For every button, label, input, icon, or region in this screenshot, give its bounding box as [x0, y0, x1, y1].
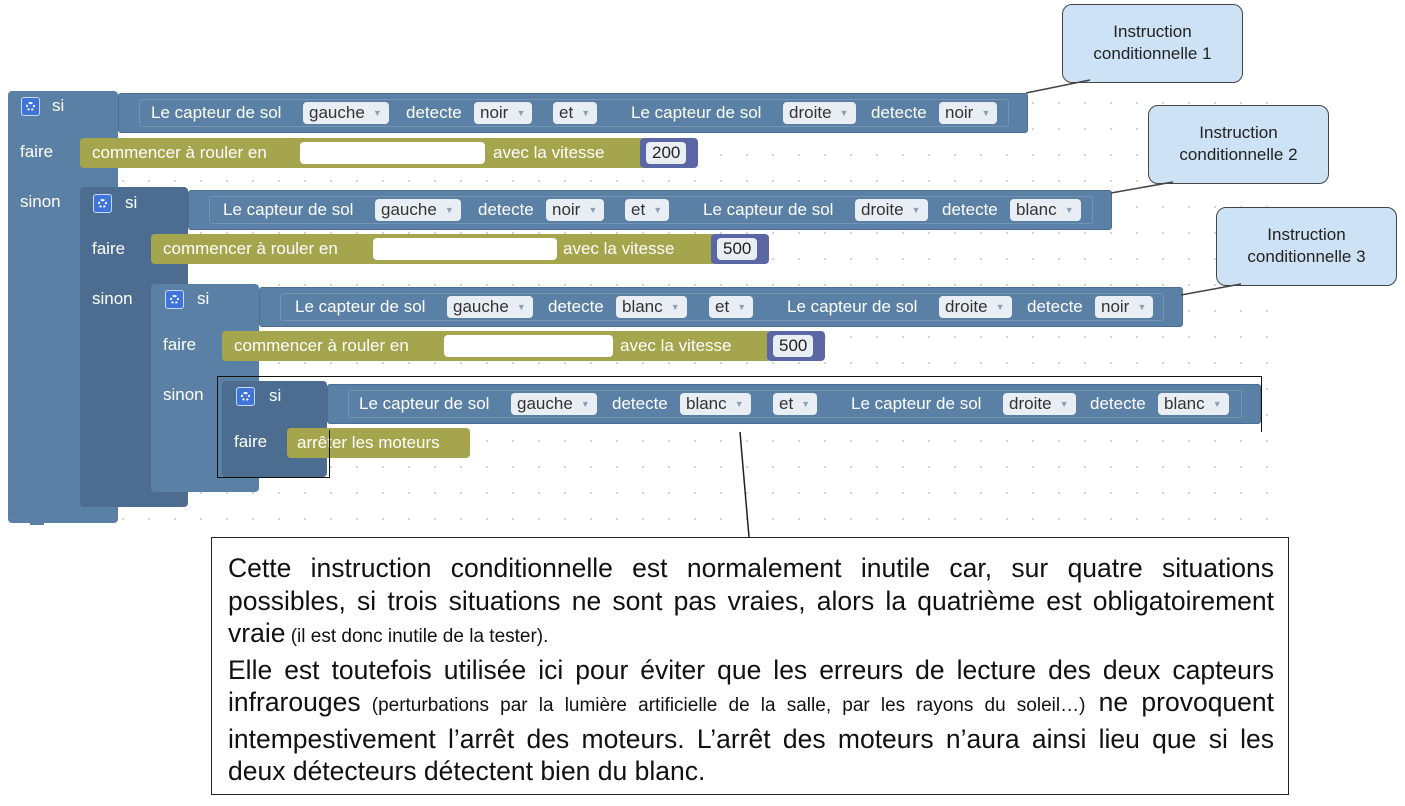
- side-dropdown[interactable]: droite: [855, 199, 928, 221]
- do-label: faire: [92, 239, 126, 258]
- detect-text: detecte: [1090, 394, 1146, 413]
- color-dropdown[interactable]: blanc: [1010, 199, 1081, 221]
- speed-value[interactable]: 500: [773, 335, 814, 357]
- do-label: faire: [20, 142, 54, 161]
- note-paragraph-1: Cette instruction conditionnelle est nor…: [228, 552, 1274, 654]
- operator-dropdown[interactable]: et: [553, 102, 598, 124]
- direction-input[interactable]: [300, 142, 485, 164]
- condition-3[interactable]: Le capteur de sol gauche detecte blanc e…: [259, 287, 1183, 327]
- detect-text: detecte: [612, 394, 668, 413]
- else-label: sinon: [20, 192, 61, 211]
- note-paragraph-2: Elle est toutefois utilisée ici pour évi…: [228, 654, 1274, 788]
- start-rolling-block-1[interactable]: commencer à rouler en avec la vitesse: [80, 138, 645, 168]
- detect-text: detecte: [871, 103, 927, 122]
- note-text: Elle est toutefois utilisée ici pour évi…: [228, 654, 1274, 718]
- detect-text: detecte: [478, 200, 534, 219]
- callout-line: conditionnelle 2: [1179, 145, 1298, 164]
- callout-line: conditionnelle 1: [1093, 44, 1212, 63]
- color-dropdown[interactable]: blanc: [616, 296, 687, 318]
- speed-label: avec la vitesse: [493, 143, 605, 162]
- start-rolling-block-2[interactable]: commencer à rouler en avec la vitesse: [151, 234, 716, 264]
- note-aside: (il est donc inutile de la tester).: [285, 626, 549, 647]
- explanation-note: Cette instruction conditionnelle est nor…: [211, 537, 1289, 795]
- detect-text: detecte: [1027, 297, 1083, 316]
- action-label: arrêter les moteurs: [297, 433, 440, 452]
- sensor-text: Le capteur de sol: [223, 200, 354, 219]
- if-label: si: [197, 289, 210, 308]
- speed-label: avec la vitesse: [620, 336, 732, 355]
- speed-value[interactable]: 200: [646, 142, 687, 164]
- if-label: si: [52, 96, 65, 115]
- condition-4[interactable]: Le capteur de sol gauche detecte blanc e…: [327, 384, 1261, 424]
- stop-motors-block[interactable]: arrêter les moteurs: [287, 428, 470, 458]
- speed-number-block[interactable]: 500: [767, 331, 825, 361]
- do-label: faire: [163, 335, 197, 354]
- sensor-text: Le capteur de sol: [631, 103, 762, 122]
- callout-conditional-3: Instruction conditionnelle 3: [1216, 207, 1397, 286]
- note-text: Cette instruction conditionnelle est nor…: [228, 553, 1274, 648]
- action-label: commencer à rouler en: [92, 143, 267, 162]
- direction-input[interactable]: [373, 238, 557, 260]
- action-label: commencer à rouler en: [163, 239, 338, 258]
- highlight-frame: [217, 376, 1262, 432]
- callout-line: Instruction: [1267, 225, 1346, 244]
- operator-dropdown[interactable]: et: [709, 296, 754, 318]
- gear-icon[interactable]: [236, 387, 255, 406]
- side-dropdown[interactable]: droite: [783, 102, 856, 124]
- sensor-text: Le capteur de sol: [703, 200, 834, 219]
- note-aside: (perturbations par la lumière artificiel…: [360, 695, 1086, 716]
- block-connector: [30, 515, 44, 525]
- speed-label: avec la vitesse: [563, 239, 675, 258]
- color-dropdown[interactable]: noir: [474, 102, 533, 124]
- gear-icon[interactable]: [165, 290, 184, 309]
- highlight-frame: [217, 430, 330, 478]
- condition-2[interactable]: Le capteur de sol gauche detecte noir et…: [188, 190, 1112, 230]
- color-dropdown[interactable]: noir: [1095, 296, 1154, 318]
- action-label: commencer à rouler en: [234, 336, 409, 355]
- side-dropdown[interactable]: gauche: [375, 199, 461, 221]
- do-label: faire: [234, 432, 268, 451]
- speed-number-block[interactable]: 500: [711, 234, 769, 264]
- side-dropdown[interactable]: gauche: [303, 102, 389, 124]
- sensor-text: Le capteur de sol: [295, 297, 426, 316]
- callout-conditional-1: Instruction conditionnelle 1: [1062, 4, 1243, 83]
- speed-number-block[interactable]: 200: [640, 138, 698, 168]
- condition-1[interactable]: Le capteur de sol gauche detecte noir et…: [118, 93, 1028, 133]
- start-rolling-block-3[interactable]: commencer à rouler en avec la vitesse: [222, 331, 772, 361]
- if-label: si: [125, 193, 138, 212]
- sensor-text: Le capteur de sol: [787, 297, 918, 316]
- if-label: si: [269, 386, 282, 405]
- color-dropdown[interactable]: blanc: [1158, 393, 1229, 415]
- operator-dropdown[interactable]: et: [625, 199, 670, 221]
- sensor-text: Le capteur de sol: [151, 103, 282, 122]
- else-label: sinon: [163, 385, 204, 404]
- callout-line: Instruction: [1199, 123, 1278, 142]
- side-dropdown[interactable]: droite: [939, 296, 1012, 318]
- sensor-text: Le capteur de sol: [851, 394, 982, 413]
- sensor-text: Le capteur de sol: [359, 394, 490, 413]
- callout-line: Instruction: [1113, 22, 1192, 41]
- color-dropdown[interactable]: blanc: [680, 393, 751, 415]
- speed-value[interactable]: 500: [717, 238, 758, 260]
- operator-dropdown[interactable]: et: [773, 393, 818, 415]
- color-dropdown[interactable]: noir: [546, 199, 605, 221]
- detect-text: detecte: [942, 200, 998, 219]
- note-text: ne provoquent intempestivement l’arrêt d…: [228, 687, 1275, 786]
- detect-text: detecte: [406, 103, 462, 122]
- callout-line: conditionnelle 3: [1247, 247, 1366, 266]
- gear-icon[interactable]: [93, 194, 112, 213]
- else-label: sinon: [92, 289, 133, 308]
- side-dropdown[interactable]: gauche: [447, 296, 533, 318]
- detect-text: detecte: [548, 297, 604, 316]
- callout-conditional-2: Instruction conditionnelle 2: [1148, 105, 1329, 184]
- gear-icon[interactable]: [21, 97, 40, 116]
- direction-input[interactable]: [444, 335, 613, 357]
- side-dropdown[interactable]: gauche: [511, 393, 597, 415]
- color-dropdown[interactable]: noir: [939, 102, 998, 124]
- side-dropdown[interactable]: droite: [1003, 393, 1076, 415]
